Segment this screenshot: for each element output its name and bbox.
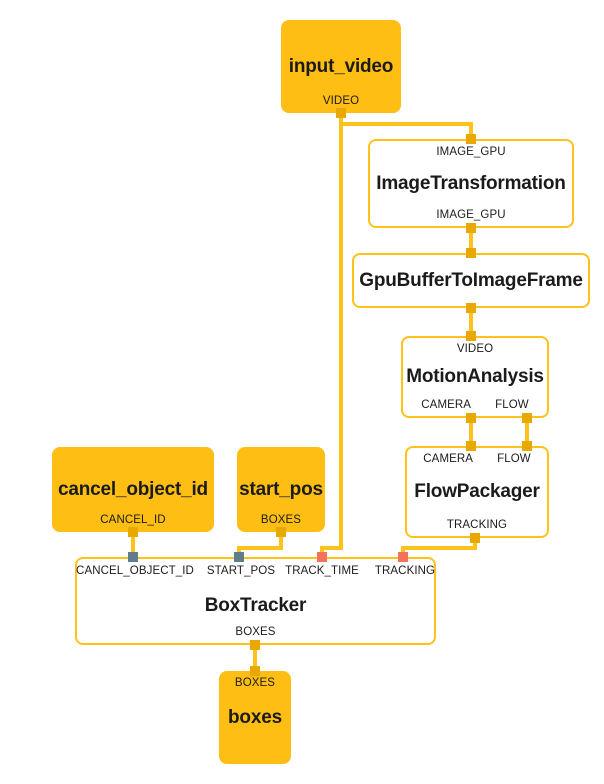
node-title: start_pos xyxy=(239,478,323,500)
port-row-outputs: CANCEL_ID xyxy=(53,514,213,526)
port-label-start-pos-boxes: BOXES xyxy=(260,514,302,526)
port-label-ma-flow: FLOW xyxy=(495,399,529,411)
port-label-image-gpu-out: IMAGE_GPU xyxy=(436,209,506,221)
node-box-tracker[interactable]: CANCEL_OBJECT_ID START_POS TRACK_TIME TR… xyxy=(75,557,436,645)
pin-motion-analysis-camera-out[interactable] xyxy=(466,413,476,423)
port-row-inputs: BOXES xyxy=(220,677,290,689)
node-title: ImageTransformation xyxy=(376,172,566,194)
edge-startpos-to-boxtracker xyxy=(237,532,283,557)
port-label-fp-tracking: TRACKING xyxy=(446,519,508,531)
port-row-inputs: CAMERA FLOW xyxy=(407,453,547,465)
port-label-bt-cancel-object-id: CANCEL_OBJECT_ID xyxy=(76,565,194,577)
port-label-fp-flow: FLOW xyxy=(497,453,531,465)
port-label-image-gpu-in: IMAGE_GPU xyxy=(436,146,506,158)
node-start-pos[interactable]: start_pos BOXES xyxy=(237,447,325,532)
pin-image-transformation-out[interactable] xyxy=(466,223,476,233)
port-label-bt-track-time: TRACK_TIME xyxy=(285,565,359,577)
edge-flowpackager-to-boxtracker-tracking xyxy=(401,538,477,557)
node-gpu-buffer-to-image-frame[interactable]: GpuBufferToImageFrame xyxy=(352,253,590,308)
pin-motion-analysis-video-in[interactable] xyxy=(466,331,476,341)
pin-box-tracker-boxes-out[interactable] xyxy=(250,640,260,650)
port-label-bt-boxes: BOXES xyxy=(235,626,276,638)
port-label-cancel-id: CANCEL_ID xyxy=(100,514,166,526)
port-label-boxes-in: BOXES xyxy=(234,677,276,689)
port-row-outputs: CAMERA FLOW xyxy=(403,399,547,411)
node-flow-packager[interactable]: CAMERA FLOW FlowPackager TRACKING xyxy=(405,446,549,538)
port-row-outputs: BOXES xyxy=(77,626,434,638)
pin-box-tracker-track-time-in[interactable] xyxy=(317,552,327,562)
pin-motion-analysis-flow-out[interactable] xyxy=(522,413,532,423)
port-row-inputs: CANCEL_OBJECT_ID START_POS TRACK_TIME TR… xyxy=(76,565,436,581)
node-cancel-object-id[interactable]: cancel_object_id CANCEL_ID xyxy=(52,447,214,532)
port-row-outputs: TRACKING xyxy=(407,519,547,531)
pin-box-tracker-tracking-in[interactable] xyxy=(398,552,408,562)
node-motion-analysis[interactable]: VIDEO MotionAnalysis CAMERA FLOW xyxy=(401,336,549,418)
pin-box-tracker-start-pos-in[interactable] xyxy=(234,552,244,562)
node-image-transformation[interactable]: IMAGE_GPU ImageTransformation IMAGE_GPU xyxy=(368,139,574,228)
port-row-outputs: BOXES xyxy=(238,514,324,526)
pin-flow-packager-tracking-out[interactable] xyxy=(470,533,480,543)
pin-image-transformation-in[interactable] xyxy=(466,134,476,144)
pin-flow-packager-camera-in[interactable] xyxy=(466,441,476,451)
pin-flow-packager-flow-in[interactable] xyxy=(522,441,532,451)
port-row-outputs: VIDEO xyxy=(282,95,400,107)
pin-input-video-video[interactable] xyxy=(336,108,346,118)
node-title: FlowPackager xyxy=(414,481,540,502)
port-label-ma-camera: CAMERA xyxy=(421,399,472,411)
node-title: MotionAnalysis xyxy=(406,366,544,387)
port-label-ma-video: VIDEO xyxy=(456,343,494,355)
port-label-video: VIDEO xyxy=(322,95,360,107)
port-label-fp-camera: CAMERA xyxy=(423,453,474,465)
node-title: BoxTracker xyxy=(204,595,307,616)
pin-box-tracker-cancel-object-id-in[interactable] xyxy=(128,552,138,562)
port-row-outputs: IMAGE_GPU xyxy=(370,209,572,221)
edge-inputvideo-to-imagetransformation xyxy=(339,113,473,139)
port-label-bt-tracking: TRACKING xyxy=(374,565,436,577)
pin-gpu-buffer-in[interactable] xyxy=(466,248,476,258)
pin-start-pos-out[interactable] xyxy=(276,527,286,537)
node-title: GpuBufferToImageFrame xyxy=(359,269,583,291)
node-title: cancel_object_id xyxy=(58,478,208,500)
node-title: input_video xyxy=(288,55,394,77)
port-row-inputs: VIDEO xyxy=(403,343,547,355)
node-input-video[interactable]: input_video VIDEO xyxy=(281,20,401,113)
node-title: boxes xyxy=(228,706,282,728)
pin-gpu-buffer-out[interactable] xyxy=(466,303,476,313)
node-boxes[interactable]: BOXES boxes xyxy=(219,671,291,764)
pin-boxes-in[interactable] xyxy=(250,666,260,676)
port-label-bt-start-pos: START_POS xyxy=(206,565,276,577)
pin-cancel-object-id-out[interactable] xyxy=(128,527,138,537)
port-row-inputs: IMAGE_GPU xyxy=(370,146,572,158)
